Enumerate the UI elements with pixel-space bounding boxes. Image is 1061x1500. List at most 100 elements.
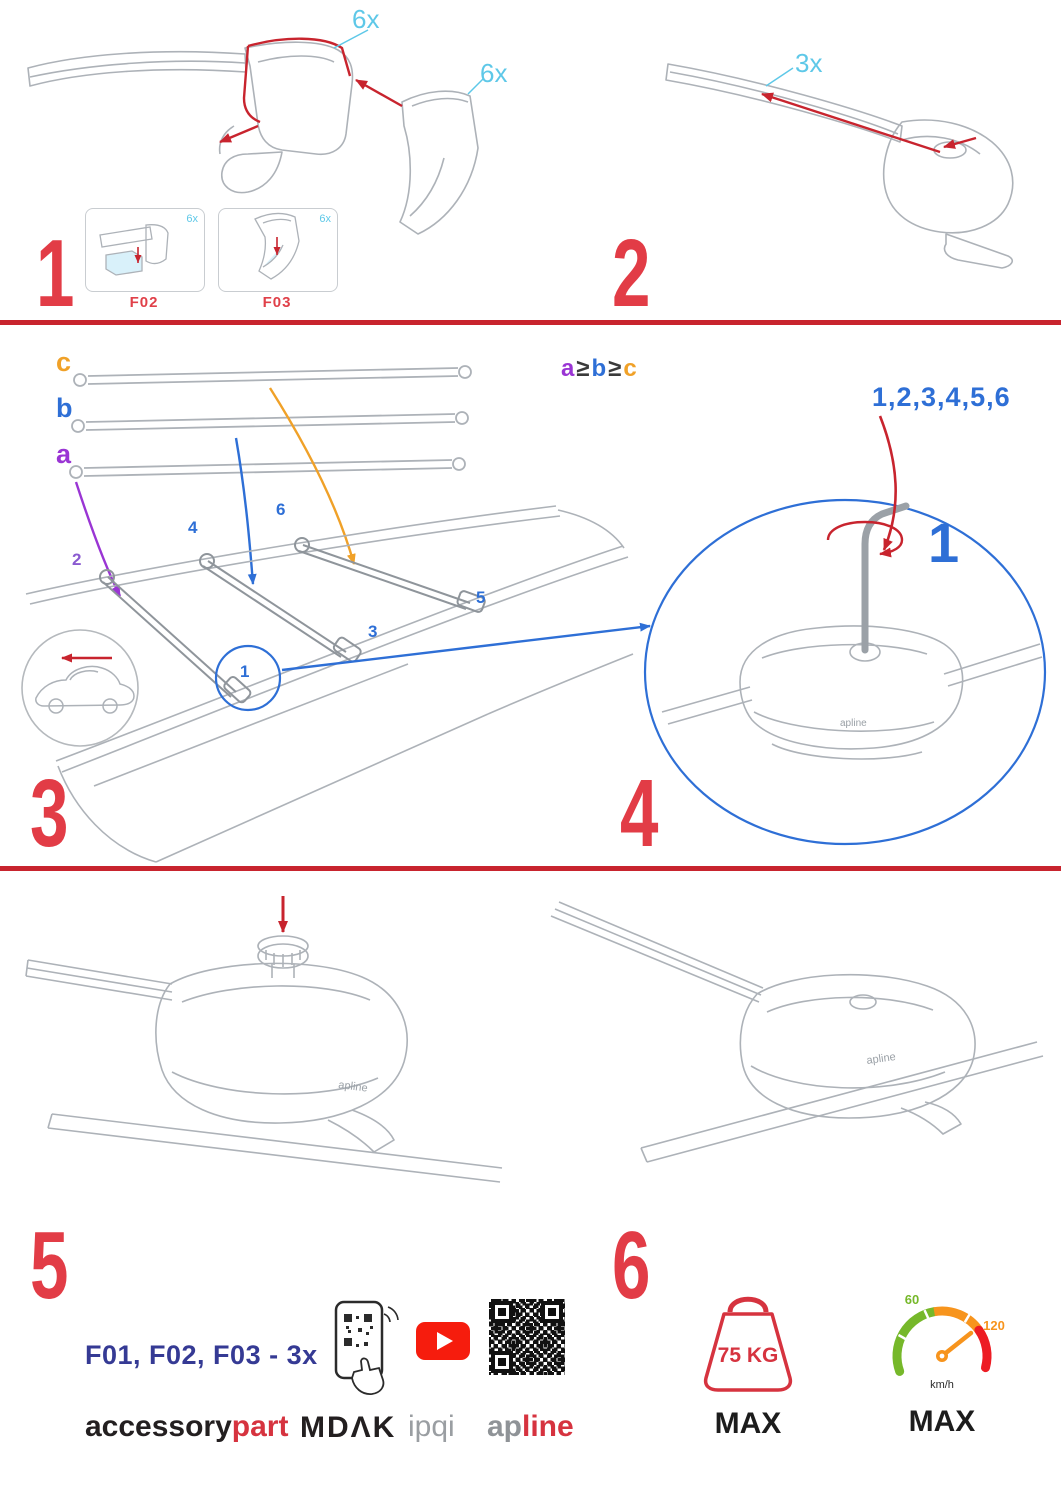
rule-b: b xyxy=(591,355,607,382)
play-triangle-icon xyxy=(437,1332,453,1350)
rule-ge2: ≥ xyxy=(608,355,622,382)
qty-label-f03: 6x xyxy=(319,213,331,225)
tightening-sequence: 1,2,3,4,5,6 xyxy=(872,382,1011,412)
needle xyxy=(939,1330,974,1359)
weight-max-label: MAX xyxy=(714,1407,782,1440)
position-3: 3 xyxy=(368,622,378,641)
foot-closed-drawing xyxy=(550,901,1044,1163)
first-position-callout: 1 xyxy=(928,511,960,574)
weight-limit-block: 75 KG MAX xyxy=(688,1286,808,1441)
part-box-f02-label: F02 xyxy=(129,294,159,311)
cyan-leader-lines xyxy=(333,29,485,95)
red-arrow xyxy=(219,78,403,144)
speed-max-label: MAX xyxy=(908,1405,976,1438)
qty-label-cover-top: 6x xyxy=(352,4,380,34)
foot-open-drawing xyxy=(25,935,503,1183)
position-6: 6 xyxy=(276,500,286,519)
step3-number: 3 xyxy=(30,760,69,867)
mounted-bars-drawing xyxy=(99,537,486,704)
blue-assignment-arrow xyxy=(234,437,257,585)
position-4: 4 xyxy=(188,518,198,537)
qty-label-bar: 3x xyxy=(795,48,823,78)
part-box-f03: 6x xyxy=(218,208,338,292)
bar-label-b: b xyxy=(56,393,73,423)
step5-number: 5 xyxy=(30,1212,69,1319)
clamp-cover-illustration xyxy=(27,29,485,235)
f02-mini-drawing xyxy=(99,224,169,276)
brand-accessory: accessory xyxy=(85,1410,232,1443)
step3-panel: c b a a ≥ b ≥ c 2 4 6 3 5 1 3 xyxy=(0,325,660,868)
part-box-f02: 6x xyxy=(85,208,205,292)
speed-high: 120 xyxy=(983,1318,1005,1333)
section-divider-bottom xyxy=(0,866,1061,871)
f03-mini-drawing xyxy=(254,212,300,280)
step5-panel: apline 5 xyxy=(0,872,540,1319)
roof-bars-illustration xyxy=(21,365,651,863)
weight-value: 75 KG xyxy=(718,1344,779,1367)
foot-drawing xyxy=(882,119,1014,269)
foot-logo-text: apline xyxy=(866,1051,897,1067)
speed-limit-block: 60 120 km/h MAX xyxy=(872,1284,1012,1439)
purple-assignment-arrow xyxy=(74,481,122,597)
qr-finder-icon xyxy=(491,1351,513,1373)
foot-logo-text: apline xyxy=(338,1079,369,1094)
foot-logo-text: apline xyxy=(840,718,867,729)
brand-ipqi: ipqi xyxy=(408,1410,455,1443)
foot-detail-drawing xyxy=(661,625,1043,760)
orange-assignment-arrow xyxy=(268,387,356,565)
position-2: 2 xyxy=(72,550,82,569)
zoom-circle xyxy=(643,498,1047,846)
qr-code xyxy=(487,1297,567,1377)
step1-number: 1 xyxy=(36,220,75,327)
brand-mdak: MDΛK xyxy=(300,1411,397,1444)
position-5: 5 xyxy=(476,588,486,607)
parts-summary: F01, F02, F03 - 3x xyxy=(85,1340,318,1370)
crossbar-foot-illustration xyxy=(665,63,1014,269)
qr-finder-icon xyxy=(541,1301,563,1323)
cover-piece-drawing xyxy=(399,90,479,235)
qty-label-cover-side: 6x xyxy=(480,58,508,88)
bar-label-c: c xyxy=(56,347,72,377)
step1-panel: 6x 6x 6x F02 xyxy=(0,0,560,327)
step4-number: 4 xyxy=(620,760,659,867)
step6-number: 6 xyxy=(612,1212,651,1319)
qty-label-f02: 6x xyxy=(186,213,198,225)
hand-pointer xyxy=(351,1357,385,1395)
speed-low: 60 xyxy=(905,1292,919,1307)
cover-outline-highlight xyxy=(242,37,352,124)
speedometer-icon: 60 120 km/h xyxy=(892,1292,1005,1391)
rule-a: a xyxy=(561,355,575,382)
bar-label-a: a xyxy=(56,439,72,469)
qr-finder-icon xyxy=(491,1301,513,1323)
brand-accessorypart: accessorypart xyxy=(85,1410,288,1444)
brand-apline: apline xyxy=(487,1410,574,1444)
step2-panel: 3x 2 xyxy=(560,0,1061,327)
step2-number: 2 xyxy=(612,220,651,327)
brand-part: part xyxy=(231,1410,289,1443)
step4-panel: apline 1,2,3,4,5,6 1 4 xyxy=(620,325,1061,868)
brand-ap: ap xyxy=(487,1410,523,1443)
cyan-leader-line xyxy=(765,67,794,87)
red-arrow xyxy=(761,92,977,154)
brand-line: line xyxy=(522,1410,574,1443)
position1-highlight-circle xyxy=(214,644,282,712)
speed-unit: km/h xyxy=(930,1379,954,1391)
phone-qr-icon xyxy=(334,1300,399,1395)
crossbar-drawing xyxy=(665,63,903,143)
loose-bars-drawing xyxy=(69,365,472,479)
knob-detail-illustration: apline xyxy=(25,896,503,1183)
mounted-foot-illustration: apline xyxy=(550,901,1044,1163)
section-divider-top xyxy=(0,320,1061,325)
youtube-icon xyxy=(416,1322,470,1360)
clamp-body-drawing xyxy=(27,41,354,194)
torque-detail-illustration: apline xyxy=(643,415,1047,846)
part-box-f03-label: F03 xyxy=(262,294,292,311)
weight-max-icon: 75 KG xyxy=(703,1296,793,1392)
detail-connector-arrow xyxy=(281,622,651,672)
position-1: 1 xyxy=(240,662,250,681)
car-direction-inset xyxy=(21,629,139,747)
sequence-arrow xyxy=(878,415,897,551)
length-rule: a ≥ b ≥ c xyxy=(561,355,637,383)
allen-key-icon xyxy=(861,502,910,654)
